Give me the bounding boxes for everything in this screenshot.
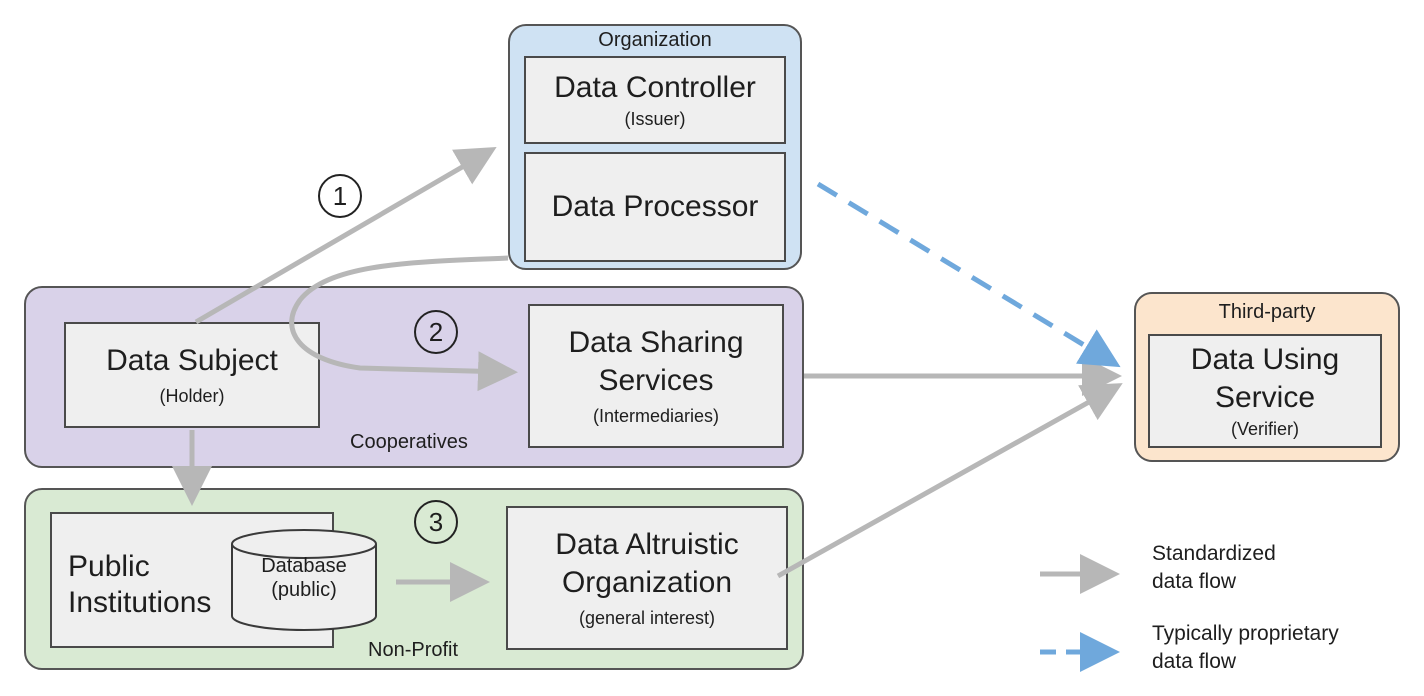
- legend-proprietary-line2: data flow: [1152, 650, 1237, 673]
- legend-standard-line2: data flow: [1152, 570, 1237, 593]
- data-subject-box: Data Subject (Holder): [64, 322, 320, 428]
- arrow-altruistic-to-using: [776, 383, 1123, 579]
- data-subject-role: (Holder): [159, 386, 225, 406]
- legend-standard-text: Standardized data flow: [1152, 540, 1276, 596]
- third-party-label: Third-party: [1218, 301, 1316, 323]
- step-2-badge: 2: [414, 310, 458, 354]
- data-sharing-title-line1: Data Sharing: [568, 326, 744, 359]
- arrow-processor-to-using-proprietary: [816, 181, 1121, 368]
- data-processor-title: Data Processor: [551, 190, 759, 223]
- cooperatives-label: Cooperatives: [350, 431, 468, 453]
- public-institutions-line2: Institutions: [68, 586, 212, 619]
- step-3-badge: 3: [414, 500, 458, 544]
- organization-label: Organization: [598, 29, 712, 51]
- legend-standard-line1: Standardized: [1152, 542, 1276, 565]
- data-controller-role: (Issuer): [624, 109, 686, 129]
- data-sharing-title-line2: Services: [598, 364, 714, 397]
- data-altruistic-title-line1: Data Altruistic: [555, 528, 739, 561]
- data-sharing-services-box: Data Sharing Services (Intermediaries): [528, 304, 784, 448]
- database-role: (public): [271, 579, 337, 601]
- database-label: Database (public): [226, 554, 382, 602]
- data-using-role: (Verifier): [1230, 419, 1299, 439]
- nonprofit-label: Non-Profit: [368, 639, 459, 661]
- data-using-service-box: Data Using Service (Verifier): [1148, 334, 1382, 448]
- step-1-badge: 1: [318, 174, 362, 218]
- data-sharing-role: (Intermediaries): [592, 406, 720, 426]
- public-institutions-line1: Public: [68, 550, 150, 583]
- data-subject-title: Data Subject: [106, 344, 278, 377]
- legend-proprietary-text: Typically proprietary data flow: [1152, 620, 1339, 676]
- data-controller-title: Data Controller: [554, 71, 756, 104]
- data-using-title-line2: Service: [1214, 381, 1316, 414]
- data-altruistic-title-line2: Organization: [561, 566, 733, 599]
- data-using-title-line1: Data Using: [1190, 343, 1340, 376]
- data-altruistic-box: Data Altruistic Organization (general in…: [506, 506, 788, 650]
- data-controller-box: Data Controller (Issuer): [524, 56, 786, 144]
- database-title: Database: [261, 555, 347, 577]
- data-processor-box: Data Processor: [524, 152, 786, 262]
- database-cylinder-icon: [231, 529, 377, 631]
- data-altruistic-role: (general interest): [578, 608, 716, 628]
- legend-proprietary-line1: Typically proprietary: [1152, 622, 1339, 645]
